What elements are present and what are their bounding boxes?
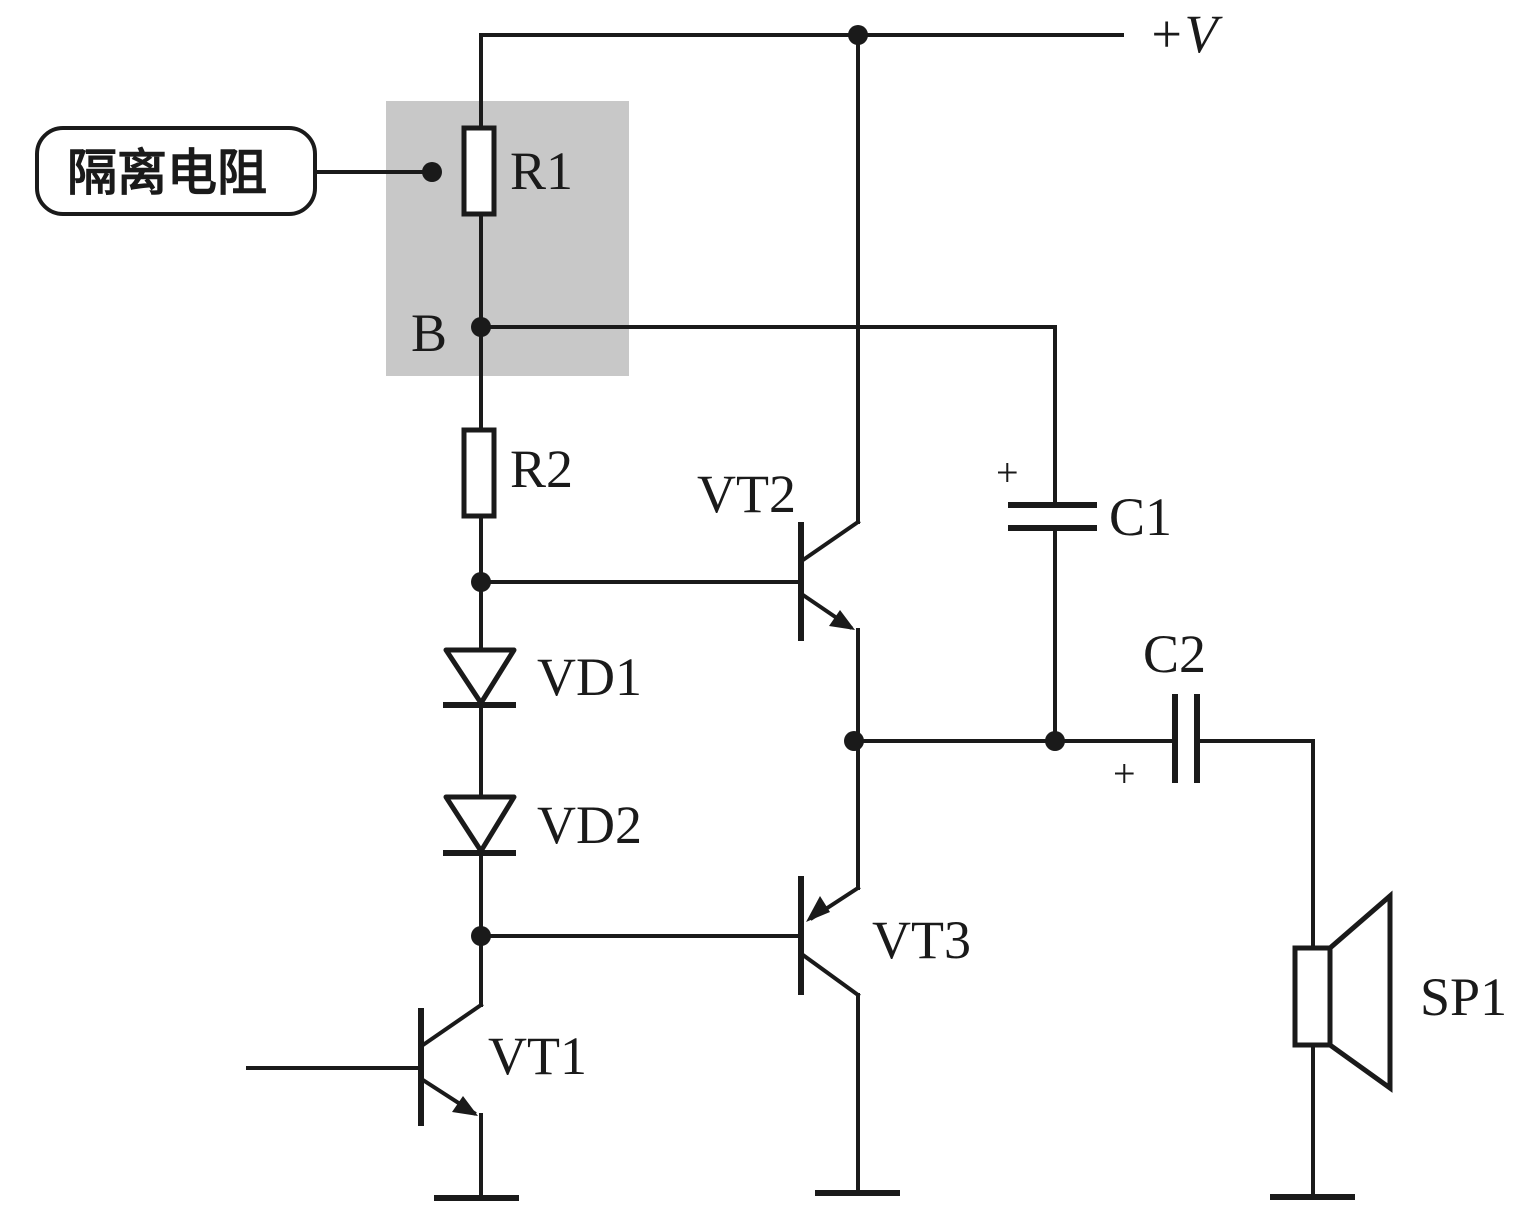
c1-label: C1 (1109, 487, 1172, 547)
callout-text: 隔离电阻 (67, 144, 267, 202)
speaker-sp1 (1270, 890, 1393, 1200)
c2-label: C2 (1143, 624, 1206, 684)
vt1-label: VT1 (488, 1026, 587, 1086)
diode-vd1 (443, 647, 517, 708)
node-b-label: B (411, 303, 447, 363)
capacitor-c1 (1008, 502, 1097, 743)
highlight-region (386, 101, 629, 376)
c1-plus-sign: + (996, 450, 1019, 495)
wire-b-to-c1 (479, 325, 1057, 505)
transistor-vt2 (798, 33, 861, 743)
r2-label: R2 (510, 439, 573, 499)
transistor-vt1 (246, 1002, 519, 1201)
resistor-r1 (461, 125, 497, 217)
vt3-label: VT3 (872, 910, 971, 970)
sp1-label: SP1 (1420, 967, 1507, 1027)
transistor-vt3 (798, 739, 900, 1196)
vd2-label: VD2 (537, 795, 642, 855)
resistor-r2 (461, 427, 497, 519)
c2-plus-sign: + (1113, 751, 1136, 796)
supply-label: +V (1148, 4, 1223, 64)
capacitor-c2 (1172, 694, 1315, 950)
callout-isolation-resistor (35, 126, 442, 216)
vd1-label: VD1 (537, 647, 642, 707)
r1-label: R1 (510, 141, 573, 201)
vt2-label: VT2 (697, 464, 796, 524)
diode-vd2 (443, 794, 517, 856)
